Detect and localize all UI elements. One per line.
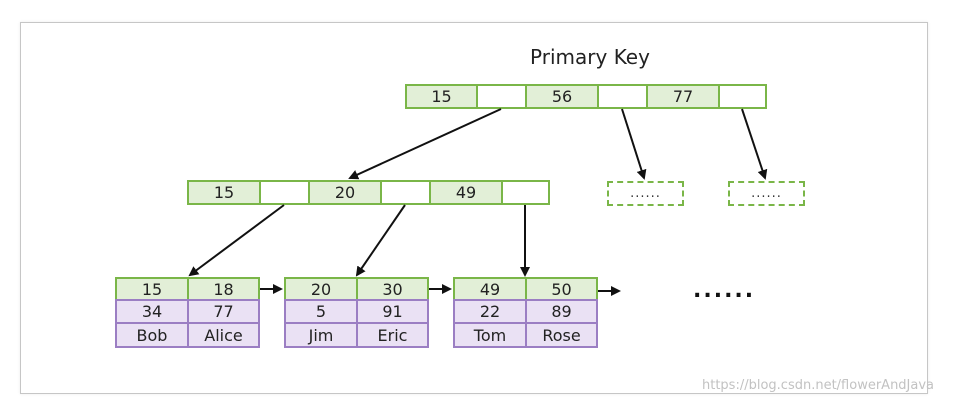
root-key-3: 77 [646, 84, 720, 109]
leaf-1-key-2: 18 [187, 277, 260, 301]
watermark-url: https://blog.csdn.net/flowerAndJava [702, 378, 935, 393]
leaf-2-key-2: 30 [356, 277, 429, 301]
internal-key-1: 15 [187, 180, 261, 205]
root-pointer-1 [476, 84, 527, 109]
arrow-internal-to-leaf-1 [188, 204, 285, 277]
leaf-3-age-1: 22 [453, 299, 527, 324]
leaf-3-name-1: Tom [453, 322, 527, 348]
diagram-title: Primary Key [530, 45, 650, 69]
placeholder-node-2: ...... [728, 181, 805, 206]
internal-pointer-3 [501, 180, 550, 205]
root-key-2: 56 [525, 84, 599, 109]
root-pointer-3 [718, 84, 767, 109]
leaf-2-name-2: Eric [356, 322, 429, 348]
internal-key-3: 49 [429, 180, 503, 205]
arrow-internal-to-leaf-2 [355, 204, 406, 277]
more-leaves-ellipsis: ...... [693, 278, 756, 303]
arrow-root-to-placeholder-1 [621, 108, 647, 180]
arrow-root-to-internal [348, 108, 502, 180]
leaf-3-name-2: Rose [525, 322, 598, 348]
leaf-1-key-1: 15 [115, 277, 189, 301]
leaf-1-name-2: Alice [187, 322, 260, 348]
arrow-root-to-placeholder-2 [741, 108, 768, 180]
root-key-1: 15 [405, 84, 478, 109]
placeholder-node-1: ...... [607, 181, 684, 206]
internal-pointer-1 [259, 180, 310, 205]
leaf-1-age-1: 34 [115, 299, 189, 324]
root-pointer-2 [597, 84, 648, 109]
